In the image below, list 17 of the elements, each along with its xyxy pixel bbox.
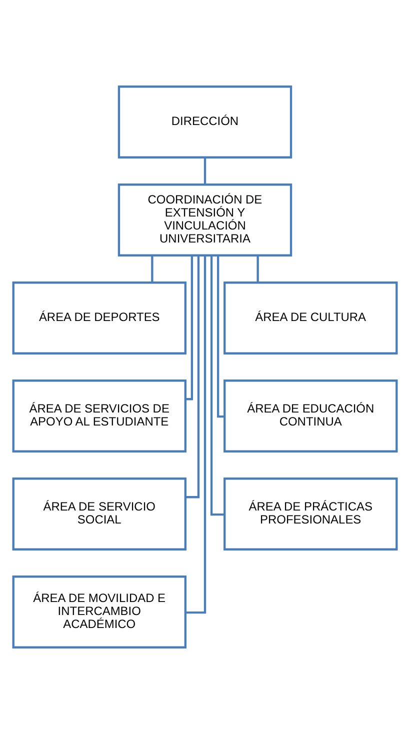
node-box: ÁREA DE DEPORTES [12,282,186,354]
connector [210,256,224,516]
node-box: ÁREA DE CULTURA [223,282,398,354]
node-box: ÁREA DE SERVICIO SOCIAL [12,478,186,550]
connector [185,256,200,498]
node-box: ÁREA DE EDUCACIÓN CONTINUA [223,380,398,452]
node-box: ÁREA DE MOVILIDAD E INTERCAMBIO ACADÉMICO [12,576,186,648]
node-box: COORDINACIÓN DE EXTENSIÓN Y VINCULACIÓN UNIVERSITARIA [117,184,292,256]
connector [185,256,193,400]
connector [150,256,153,283]
connector [256,256,258,283]
connector [185,256,206,614]
node-box: ÁREA DE PRÁCTICAS PROFESIONALES [223,478,398,550]
node-box: ÁREA DE SERVICIOS DE APOYO AL ESTUDIANTE [12,380,186,452]
connector [203,158,206,185]
connector [216,256,224,418]
node-box: DIRECCIÓN [117,86,292,158]
